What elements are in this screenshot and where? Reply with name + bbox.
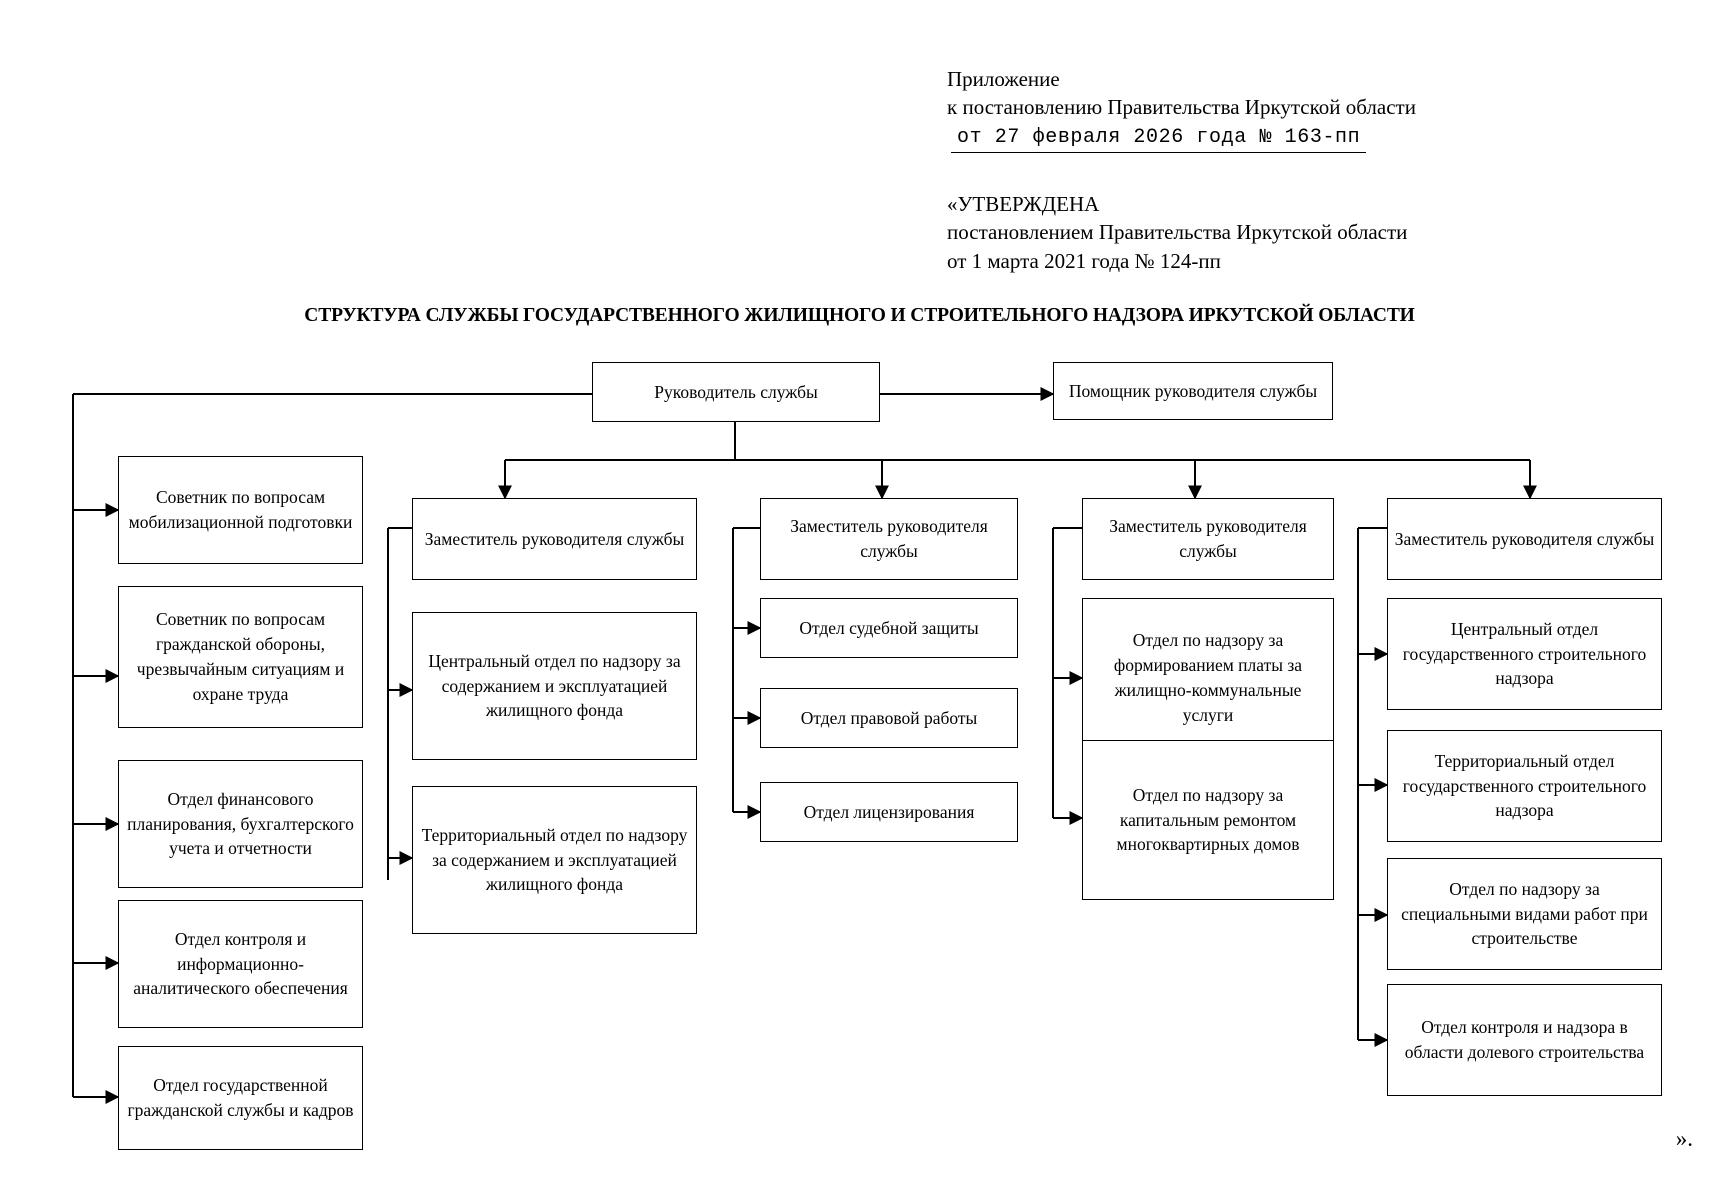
approved-decree-number: от 1 марта 2021 года № 124-пп [947, 248, 1221, 273]
node-d4-special-works-supervision[interactable]: Отдел по надзору за специальными видами … [1387, 858, 1662, 970]
node-d2-court-defense-label: Отдел судебной защиты [799, 617, 979, 638]
approved-reference: постановлением Правительства Иркутской о… [947, 220, 1408, 245]
node-assistant[interactable]: Помощник руководителя службы [1053, 362, 1333, 420]
node-dept-control-info[interactable]: Отдел контроля и информационно-аналитиче… [118, 900, 363, 1028]
node-dept-civil-service-label: Отдел государственной гражданской службы… [127, 1075, 354, 1120]
page-title: СТРУКТУРА СЛУЖБЫ ГОСУДАРСТВЕННОГО ЖИЛИЩН… [304, 305, 1415, 326]
node-d4-central-construction-supervision[interactable]: Центральный отдел государственного строи… [1387, 598, 1662, 710]
node-dept-finance-label: Отдел финансового планирования, бухгалте… [127, 788, 354, 859]
node-d3-utility-payments-supervision-label: Отдел по надзору за формированием платы … [1113, 630, 1303, 725]
node-deputy-4[interactable]: Заместитель руководителя службы [1387, 498, 1662, 580]
node-dept-civil-service[interactable]: Отдел государственной гражданской службы… [118, 1046, 363, 1150]
appendix-reference: к постановлению Правительства Иркутской … [947, 94, 1416, 119]
node-head[interactable]: Руководитель службы [592, 362, 880, 422]
appendix-label: Приложение [947, 67, 1060, 91]
approved-label: «УТВЕРЖДЕНА [947, 192, 1100, 216]
node-d4-shared-construction-control-label: Отдел контроля и надзора в области долев… [1404, 1017, 1645, 1062]
node-d4-territorial-construction-supervision-label: Территориальный отдел государственного с… [1402, 750, 1647, 821]
node-deputy-2-label: Заместитель руководителя службы [790, 516, 988, 561]
node-assistant-label: Помощник руководителя службы [1068, 380, 1318, 401]
appendix-header: Приложение к постановлению Правительства… [947, 66, 1547, 154]
node-d3-overhaul-supervision-label: Отдел по надзору за капитальным ремонтом… [1116, 784, 1300, 855]
node-d2-court-defense[interactable]: Отдел судебной защиты [760, 598, 1018, 658]
node-deputy-4-label: Заместитель руководителя службы [1394, 528, 1655, 549]
node-head-label: Руководитель службы [654, 381, 818, 402]
node-d2-licensing[interactable]: Отдел лицензирования [760, 782, 1018, 842]
node-d1-territorial-housing-supervision[interactable]: Территориальный отдел по надзору за соде… [412, 786, 697, 934]
node-adviser-mobilization[interactable]: Советник по вопросам мобилизационной под… [118, 456, 363, 564]
closing-quote: ». [1675, 1126, 1693, 1151]
node-d2-licensing-label: Отдел лицензирования [803, 801, 975, 822]
node-d2-legal-work[interactable]: Отдел правовой работы [760, 688, 1018, 748]
node-deputy-1-label: Заместитель руководителя службы [424, 528, 685, 549]
node-d4-central-construction-supervision-label: Центральный отдел государственного строи… [1402, 618, 1647, 689]
node-d2-legal-work-label: Отдел правовой работы [800, 707, 978, 728]
node-d1-territorial-housing-supervision-label: Территориальный отдел по надзору за соде… [421, 824, 688, 895]
node-dept-control-info-label: Отдел контроля и информационно-аналитиче… [133, 928, 348, 999]
appendix-decree-number: от 27 февраля 2026 года № 163-пп [951, 125, 1367, 154]
node-deputy-3-label: Заместитель руководителя службы [1109, 516, 1307, 561]
node-d1-central-housing-supervision[interactable]: Центральный отдел по надзору за содержан… [412, 612, 697, 760]
node-d3-utility-payments-supervision[interactable]: Отдел по надзору за формированием платы … [1082, 598, 1334, 758]
node-d3-overhaul-supervision[interactable]: Отдел по надзору за капитальным ремонтом… [1082, 740, 1334, 900]
approved-header: «УТВЕРЖДЕНА постановлением Правительства… [947, 190, 1567, 275]
node-deputy-1[interactable]: Заместитель руководителя службы [412, 498, 697, 580]
node-dept-finance[interactable]: Отдел финансового планирования, бухгалте… [118, 760, 363, 888]
node-d4-special-works-supervision-label: Отдел по надзору за специальными видами … [1401, 878, 1648, 949]
node-d1-central-housing-supervision-label: Центральный отдел по надзору за содержан… [428, 650, 681, 721]
node-d4-shared-construction-control[interactable]: Отдел контроля и надзора в области долев… [1387, 984, 1662, 1096]
node-adviser-mobilization-label: Советник по вопросам мобилизационной под… [128, 487, 353, 532]
node-deputy-2[interactable]: Заместитель руководителя службы [760, 498, 1018, 580]
node-adviser-civil-defense-label: Советник по вопросам гражданской обороны… [136, 609, 345, 704]
node-adviser-civil-defense[interactable]: Советник по вопросам гражданской обороны… [118, 586, 363, 728]
node-d4-territorial-construction-supervision[interactable]: Территориальный отдел государственного с… [1387, 730, 1662, 842]
node-deputy-3[interactable]: Заместитель руководителя службы [1082, 498, 1334, 580]
